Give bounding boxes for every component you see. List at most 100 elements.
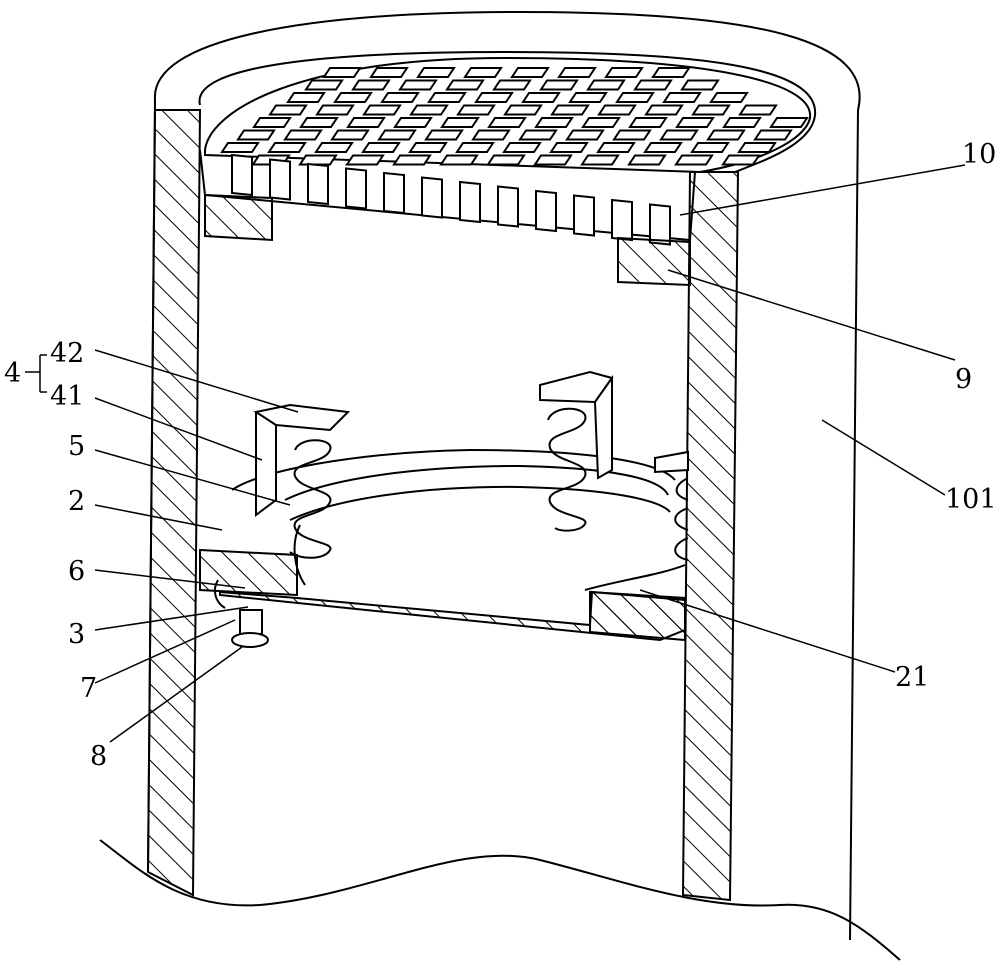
comb-tooth <box>421 176 443 219</box>
grid-hole <box>445 79 485 91</box>
right-wall-section <box>681 171 740 902</box>
grid-hole <box>456 104 496 116</box>
grid-hole <box>314 142 354 153</box>
grid-hole <box>651 67 691 78</box>
grid-hole <box>424 129 464 141</box>
grid-hole <box>299 117 339 128</box>
grid-hole <box>581 117 621 128</box>
comb-tooth <box>307 162 329 206</box>
comb-tooth <box>383 171 405 215</box>
grid-teeth <box>231 153 671 246</box>
ring-plate-2 <box>231 448 686 591</box>
grid-hole <box>393 117 433 128</box>
grid-hole <box>463 67 503 78</box>
grid-hole <box>580 154 620 166</box>
grid-hole <box>286 92 326 103</box>
grid-hole <box>220 142 260 153</box>
grid-hole <box>236 129 276 141</box>
comb-tooth <box>535 189 557 233</box>
label-9: 9 <box>955 364 972 395</box>
label-21: 21 <box>895 662 929 693</box>
grid-hole <box>361 142 401 153</box>
label-10: 10 <box>962 139 996 170</box>
comb-tooth <box>345 167 367 210</box>
comb-tooth <box>649 203 671 246</box>
grid-hole <box>322 67 362 78</box>
grid-hole <box>474 92 514 103</box>
grid-hole <box>674 154 714 166</box>
grid-hole <box>267 142 307 153</box>
grid-hole <box>586 79 626 91</box>
grid-hole <box>283 129 323 141</box>
comb-tooth <box>497 185 519 228</box>
grid-hole <box>753 129 793 141</box>
grid-hole <box>455 142 495 153</box>
grid-hole <box>471 129 511 141</box>
comb-tooth <box>573 194 595 237</box>
ring-support-9 <box>204 193 691 287</box>
grid-hole <box>510 67 550 78</box>
label-5: 5 <box>68 431 85 462</box>
comb-tooth <box>269 158 291 201</box>
grid-hole <box>706 129 746 141</box>
grid-hole <box>539 79 579 91</box>
label-7: 7 <box>80 673 97 704</box>
grid-hole <box>345 154 385 166</box>
grid-hole <box>534 117 574 128</box>
label-2: 2 <box>68 486 85 517</box>
label-6: 6 <box>68 556 85 587</box>
comb-tooth <box>231 153 253 197</box>
grid-hole <box>662 92 702 103</box>
bracket-41-42-left <box>253 403 351 517</box>
grid-hole <box>769 117 809 128</box>
grid-hole <box>627 154 667 166</box>
grid-hole <box>690 142 730 153</box>
grid-hole <box>408 142 448 153</box>
grid-hole <box>409 104 449 116</box>
grid-hole <box>304 79 344 91</box>
bottom-plate-3 <box>199 548 686 642</box>
grid-hole <box>346 117 386 128</box>
grid-hole <box>486 154 526 166</box>
grid-hole <box>557 67 597 78</box>
grid-hole <box>492 79 532 91</box>
grid-holes <box>220 67 809 166</box>
grid-hole <box>518 129 558 141</box>
grid-hole <box>351 79 391 91</box>
grid-hole <box>398 79 438 91</box>
label-3: 3 <box>68 619 85 650</box>
leader-lines <box>25 164 966 743</box>
grid-hole <box>521 92 561 103</box>
foot-7-8 <box>231 609 269 648</box>
grid-plate-10 <box>199 56 812 246</box>
grid-hole <box>440 117 480 128</box>
grid-hole <box>427 92 467 103</box>
grid-hole <box>503 104 543 116</box>
grid-hole <box>333 92 373 103</box>
left-wall-section <box>146 109 202 897</box>
grid-hole <box>680 79 720 91</box>
grid-hole <box>252 117 292 128</box>
callout-labels: 10 9 101 21 4 42 41 5 2 6 3 7 8 <box>4 139 997 772</box>
grid-hole <box>416 67 456 78</box>
grid-hole <box>722 117 762 128</box>
grid-hole <box>604 67 644 78</box>
grid-hole <box>633 79 673 91</box>
label-41: 41 <box>50 381 84 412</box>
grid-hole <box>362 104 402 116</box>
grid-hole <box>315 104 355 116</box>
grid-hole <box>369 67 409 78</box>
grid-hole <box>268 104 308 116</box>
grid-hole <box>533 154 573 166</box>
grid-hole <box>643 142 683 153</box>
grid-hole <box>737 142 777 153</box>
grid-hole <box>596 142 636 153</box>
grid-hole <box>565 129 605 141</box>
label-42: 42 <box>50 338 84 369</box>
grid-hole <box>615 92 655 103</box>
label-101: 101 <box>945 484 997 515</box>
grid-hole <box>502 142 542 153</box>
bracket-right <box>539 370 614 480</box>
label-4: 4 <box>4 358 21 389</box>
comb-tooth <box>611 198 633 242</box>
